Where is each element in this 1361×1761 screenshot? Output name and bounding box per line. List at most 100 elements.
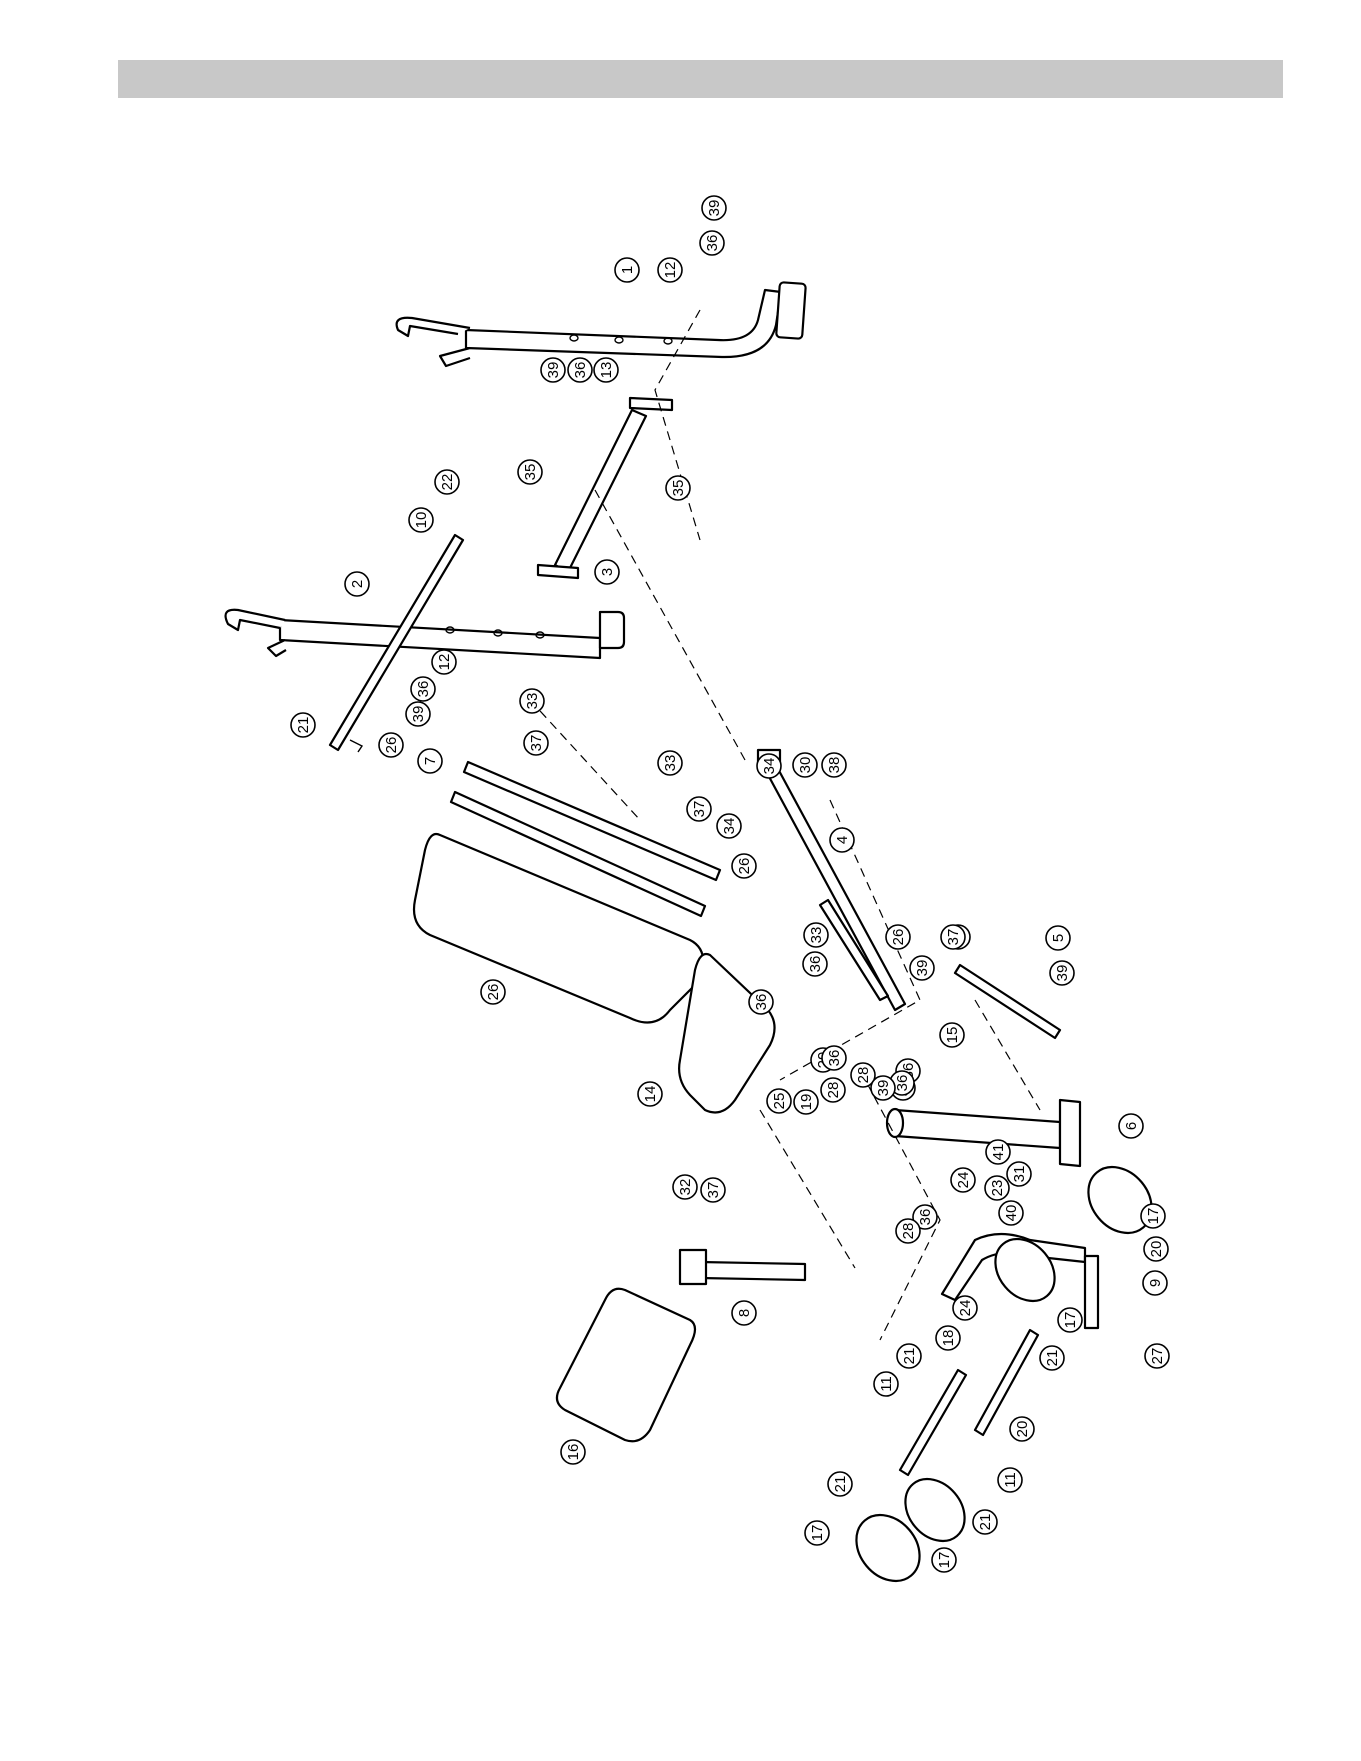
part-callout-17: 17 xyxy=(1141,1204,1165,1228)
callout-number: 11 xyxy=(878,1376,895,1392)
part-callout-37: 37 xyxy=(687,797,711,821)
part-callout-17: 17 xyxy=(805,1521,829,1545)
part-callout-17: 17 xyxy=(932,1548,956,1572)
callout-number: 21 xyxy=(901,1348,918,1365)
callout-number: 39 xyxy=(875,1080,892,1097)
part-callout-35: 35 xyxy=(518,460,542,484)
part-callout-39: 39 xyxy=(910,956,934,980)
callout-number: 13 xyxy=(598,362,615,379)
callout-number: 36 xyxy=(415,681,432,698)
callout-number: 26 xyxy=(383,737,400,754)
callout-number: 23 xyxy=(989,1180,1006,1197)
part-callout-32: 32 xyxy=(673,1175,697,1199)
part-callout-21: 21 xyxy=(973,1510,997,1534)
callout-number: 3 xyxy=(599,568,616,576)
part-callout-21: 21 xyxy=(291,713,315,737)
part-callout-31: 31 xyxy=(1007,1162,1031,1186)
callout-number: 39 xyxy=(1054,965,1071,982)
part-callout-28: 28 xyxy=(821,1078,845,1102)
callout-number: 21 xyxy=(295,717,312,734)
callout-number: 22 xyxy=(439,474,456,491)
part-callout-39: 39 xyxy=(406,702,430,726)
callout-number: 4 xyxy=(834,836,851,844)
callout-number: 17 xyxy=(936,1552,953,1569)
part-callout-12: 12 xyxy=(658,258,682,282)
callout-number: 39 xyxy=(410,706,427,723)
callout-number: 36 xyxy=(826,1050,843,1067)
callout-number: 11 xyxy=(1002,1472,1019,1488)
part-upright-post-1 xyxy=(397,282,806,366)
callout-number: 41 xyxy=(990,1144,1007,1161)
part-callout-14: 14 xyxy=(638,1082,662,1106)
callout-number: 18 xyxy=(940,1330,957,1347)
callout-number: 8 xyxy=(736,1309,753,1317)
callout-number: 37 xyxy=(945,929,962,946)
callout-number: 36 xyxy=(753,994,770,1011)
part-callout-3: 3 xyxy=(595,560,619,584)
callout-number: 17 xyxy=(1062,1312,1079,1329)
part-callout-19: 19 xyxy=(794,1090,818,1114)
part-callout-20: 20 xyxy=(1010,1417,1034,1441)
part-callout-9: 9 xyxy=(1143,1271,1167,1295)
part-frame-4 xyxy=(758,750,905,1010)
part-callout-8: 8 xyxy=(732,1301,756,1325)
callout-number: 31 xyxy=(1011,1166,1028,1183)
callout-number: 33 xyxy=(808,927,825,944)
part-callout-6: 6 xyxy=(1119,1114,1143,1138)
callout-number: 39 xyxy=(914,960,931,977)
part-callout-39: 39 xyxy=(702,196,726,220)
callout-number: 37 xyxy=(705,1182,722,1199)
part-callout-40: 40 xyxy=(999,1201,1023,1225)
callout-number: 30 xyxy=(797,757,814,774)
callout-number: 12 xyxy=(662,262,679,279)
callout-number: 34 xyxy=(721,818,738,835)
callout-number: 16 xyxy=(565,1444,582,1461)
callout-number: 35 xyxy=(522,464,539,481)
part-callout-36: 36 xyxy=(700,231,724,255)
callout-number: 36 xyxy=(807,956,824,973)
part-callout-21: 21 xyxy=(828,1472,852,1496)
part-callout-39: 39 xyxy=(541,358,565,382)
callout-number: 35 xyxy=(670,480,687,497)
callout-number: 10 xyxy=(413,512,430,529)
part-backrest-pad-15 xyxy=(414,834,703,1023)
callout-number: 39 xyxy=(545,362,562,379)
part-callout-30: 30 xyxy=(793,753,817,777)
part-callout-34: 34 xyxy=(717,814,741,838)
part-callout-26: 26 xyxy=(481,980,505,1004)
part-callout-23: 23 xyxy=(985,1176,1009,1200)
part-callout-2: 2 xyxy=(345,572,369,596)
part-callout-33: 33 xyxy=(804,923,828,947)
callout-number: 7 xyxy=(422,757,439,765)
callout-number: 28 xyxy=(825,1082,842,1099)
part-callout-7: 7 xyxy=(418,749,442,773)
callout-number: 6 xyxy=(1123,1122,1140,1130)
part-callout-36: 36 xyxy=(803,952,827,976)
callout-number: 32 xyxy=(677,1179,694,1196)
part-link-5 xyxy=(955,965,1060,1038)
part-callout-4: 4 xyxy=(830,828,854,852)
part-callout-36: 36 xyxy=(822,1046,846,1070)
part-callout-18: 18 xyxy=(936,1326,960,1350)
callout-number: 2 xyxy=(349,580,366,588)
part-callout-37: 37 xyxy=(701,1178,725,1202)
part-callout-26: 26 xyxy=(732,854,756,878)
callout-number: 34 xyxy=(761,758,778,775)
callout-number: 5 xyxy=(1050,934,1067,942)
callout-number: 39 xyxy=(706,200,723,217)
callout-number: 26 xyxy=(890,929,907,946)
callout-number: 28 xyxy=(900,1223,917,1240)
callout-number: 21 xyxy=(832,1476,849,1493)
part-callout-41: 41 xyxy=(986,1140,1010,1164)
part-callout-24: 24 xyxy=(953,1296,977,1320)
callout-number: 24 xyxy=(955,1172,972,1189)
part-callout-36: 36 xyxy=(568,358,592,382)
part-bracket-8 xyxy=(680,1250,805,1284)
part-callout-1: 1 xyxy=(615,258,639,282)
part-callout-16: 16 xyxy=(561,1440,585,1464)
callout-number: 33 xyxy=(662,755,679,772)
part-callout-5: 5 xyxy=(1046,926,1070,950)
callout-number: 40 xyxy=(1003,1205,1020,1222)
callout-number: 14 xyxy=(642,1086,659,1103)
part-crossbar-3 xyxy=(538,398,672,578)
